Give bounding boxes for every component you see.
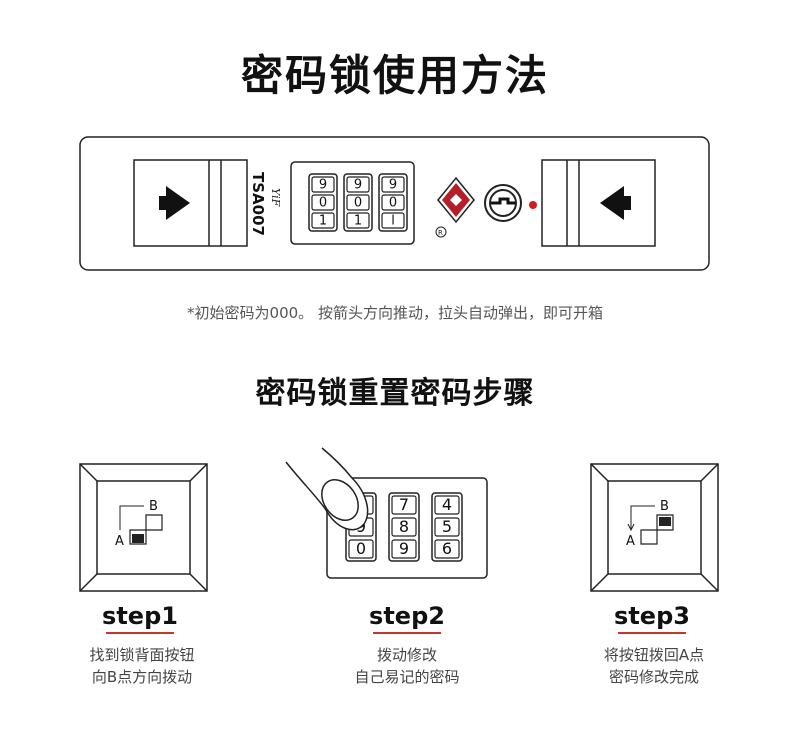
dial-digit-box [434,539,460,559]
dial-digit: 5 [442,517,452,536]
registered-mark: R [438,229,443,237]
section-title: 密码锁重置密码步骤 [255,376,535,411]
step1-desc-line2: 向B点方向拨动 [91,668,193,686]
dial-digit: l [391,214,395,229]
dial-digit-box [348,539,374,559]
dial-digit: 9 [399,539,409,558]
dial-digit: 0 [354,196,362,211]
dial-digit: 9 [354,178,362,193]
slider-knob-b [659,517,671,526]
step1-illustration: A B [79,463,208,592]
dial-digit: 9 [319,178,327,193]
step2-underline [373,632,441,634]
dial-digit: 1 [354,214,362,229]
arrow-left-icon [600,186,624,220]
finger-icon [285,447,369,531]
step3-label: step3 [614,602,690,630]
mark-a: A [115,534,124,549]
step2-desc-line2: 自己易记的密码 [354,668,460,686]
arrow-right-icon [166,186,190,220]
dial-digit: 4 [442,495,452,514]
step3-underline [618,632,686,634]
tsa-logo-icon: R [435,176,475,238]
initial-password-note: *初始密码为000。 按箭头方向推动，拉头自动弹出，即可开箱 [187,304,603,322]
dial-digit-box [346,212,370,229]
step2-label: step2 [369,602,445,630]
page-title: 密码锁使用方法 [240,51,549,100]
left-slider-button [133,159,248,247]
dial-digit-box [391,539,417,559]
dial-digit: 7 [399,495,409,514]
slider-knob-a [132,534,144,543]
brand-text: YiF [269,188,282,207]
step3-desc-line2: 密码修改完成 [608,668,699,686]
dial-digit: 8 [399,517,409,536]
step3-illustration: A B [590,463,719,592]
dial-digit-box [311,194,335,211]
step3-desc-line1: 将按钮拨回A点 [603,646,705,664]
mark-b: B [660,499,669,514]
lock-illustration: YiF TSA007 9 0 1 9 0 1 9 0 l R [79,136,710,271]
step1-underline [106,632,174,634]
mark-b: B [149,499,158,514]
dial-digit: 0 [389,196,397,211]
right-slider-button [541,159,656,247]
step2-desc-line1: 拨动修改 [376,646,437,664]
dial-digit-box [311,212,335,229]
mark-a: A [626,534,635,549]
step1-desc-line1: 找到锁背面按钮 [89,646,195,664]
dial-digit-box [434,495,460,515]
dial-digit-box [311,176,335,193]
indicator-dot [529,201,537,209]
combination-dials: 9 0 1 9 0 1 9 0 l [308,173,408,232]
dial-digit-box [434,517,460,537]
dial-digit-box [346,176,370,193]
dial-digit: 1 [319,214,327,229]
dial-digit: 0 [356,539,366,558]
step2-illustration: 890789456 [285,447,488,579]
step1-label: step1 [102,602,178,630]
dial-digit-box [381,176,405,193]
model-text: TSA007 [249,172,267,236]
dial-digit: 9 [389,178,397,193]
dial-digit-box [391,495,417,515]
dial-digit: 6 [442,539,452,558]
keyhole-icon [484,184,522,222]
dial-digit-box [381,194,405,211]
dial-digit-box [391,517,417,537]
dial-digit-box [381,212,405,229]
dial-digit-box [346,194,370,211]
dial-digit: 0 [319,196,327,211]
